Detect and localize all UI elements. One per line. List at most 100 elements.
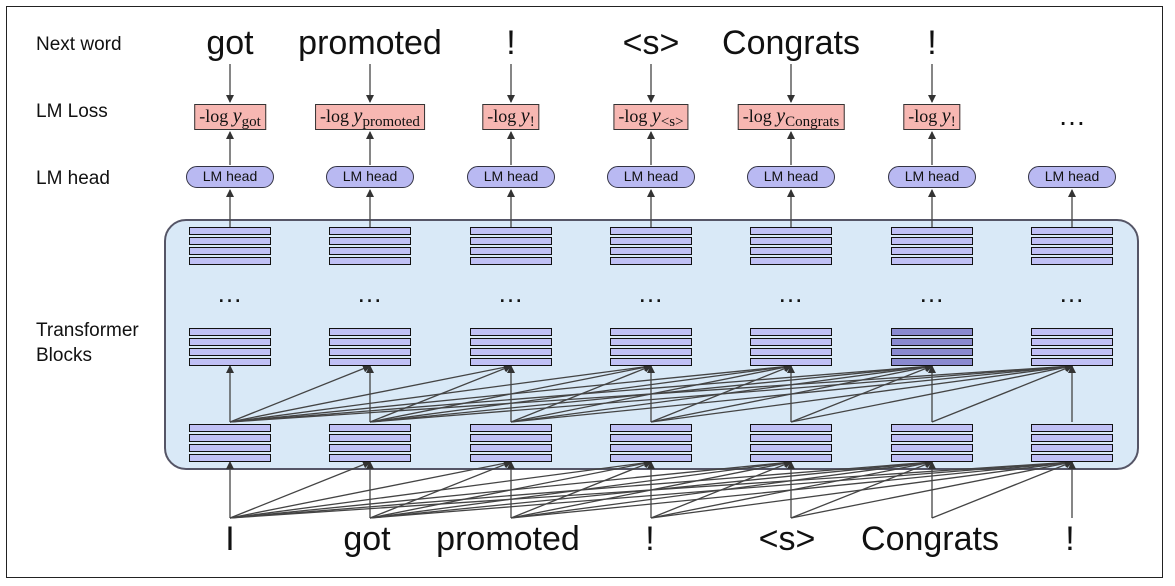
loss-variable: y [776,105,786,127]
next-word: <s> [622,24,680,62]
block-layer [750,247,832,255]
block-layer [750,328,832,336]
attention-arrow [510,362,1073,423]
block-layer [470,237,552,245]
block-layer [470,454,552,462]
block-layer [1031,424,1113,432]
block-layer [470,434,552,442]
row-label-blocks: Blocks [36,345,92,366]
block-layer [470,338,552,346]
block-layer [470,328,552,336]
block-layer [891,358,973,366]
loss-variable: y [651,105,661,127]
next-word: got [206,24,254,62]
block-layer [329,237,411,245]
bottom-block-stack [891,424,973,464]
block-ellipsis: … [777,278,805,308]
input-arrow [650,458,1073,519]
top-block-stack [1031,227,1113,267]
block-layer [610,328,692,336]
block-ellipsis: … [356,278,384,308]
block-ellipsis: … [918,278,946,308]
lm-head: LM head [186,166,274,188]
block-layer [891,328,973,336]
next-word: ! [927,24,937,62]
middle-block-stack [891,328,973,368]
block-layer [329,338,411,346]
loss-subscript: ! [950,114,956,130]
block-layer [189,338,271,346]
attention-arrow [229,362,1073,423]
loss-prefix: -log [908,106,938,126]
block-layer [750,338,832,346]
top-block-stack [891,227,973,267]
row-label-lm-loss: LM Loss [36,101,108,122]
block-layer [610,444,692,452]
block-layer [750,358,832,366]
block-layer [610,434,692,442]
block-layer [1031,454,1113,462]
block-layer [1031,237,1113,245]
block-layer [329,424,411,432]
block-layer [610,247,692,255]
input-word: promoted [436,520,580,558]
block-layer [329,247,411,255]
loss-subscript: Congrats [785,114,840,130]
loss-subscript: promoted [362,114,420,130]
attention-arrow [931,364,1073,423]
loss-prefix: -log [618,106,648,126]
input-arrow [229,458,1073,519]
loss-variable: y [232,105,242,127]
block-layer [610,358,692,366]
top-block-stack [470,227,552,267]
block-ellipsis: … [637,278,665,308]
block-layer [891,348,973,356]
input-word: <s> [758,520,816,558]
loss-ellipsis: … [1058,100,1086,131]
block-layer [891,454,973,462]
block-layer [189,257,271,265]
block-layer [750,454,832,462]
block-layer [891,227,973,235]
next-word: ! [506,24,516,62]
attention-arrow [229,362,652,423]
block-layer [189,348,271,356]
block-ellipsis: … [1058,278,1086,308]
row-label-next-word: Next word [36,34,122,55]
loss-prefix: -log [199,106,229,126]
next-word: promoted [298,24,442,62]
row-label-transformer: Transformer [36,320,139,341]
lm-head: LM head [607,166,695,188]
block-layer [329,348,411,356]
block-layer [189,247,271,255]
loss-subscript: <s> [660,114,684,130]
input-arrow [229,459,512,519]
top-block-stack [329,227,411,267]
bottom-block-stack [470,424,552,464]
lm-loss-box: -log ygot [194,104,266,130]
row-label-lm-head: LM head [36,168,110,189]
block-layer [891,237,973,245]
middle-block-stack [470,328,552,368]
block-layer [470,247,552,255]
block-layer [329,328,411,336]
middle-block-stack [750,328,832,368]
input-arrow [369,458,1073,519]
bottom-block-stack [329,424,411,464]
top-block-stack [610,227,692,267]
middle-block-stack [329,328,411,368]
block-layer [470,257,552,265]
block-layer [750,227,832,235]
block-layer [750,424,832,432]
attention-arrow [650,362,1073,423]
block-layer [470,227,552,235]
loss-variable: y [941,105,951,127]
attention-arrow [229,364,371,423]
block-ellipsis: … [497,278,525,308]
block-layer [891,434,973,442]
bottom-block-stack [1031,424,1113,464]
bottom-block-stack [189,424,271,464]
block-layer [189,454,271,462]
block-layer [470,444,552,452]
lm-loss-box: -log ypromoted [315,104,425,130]
